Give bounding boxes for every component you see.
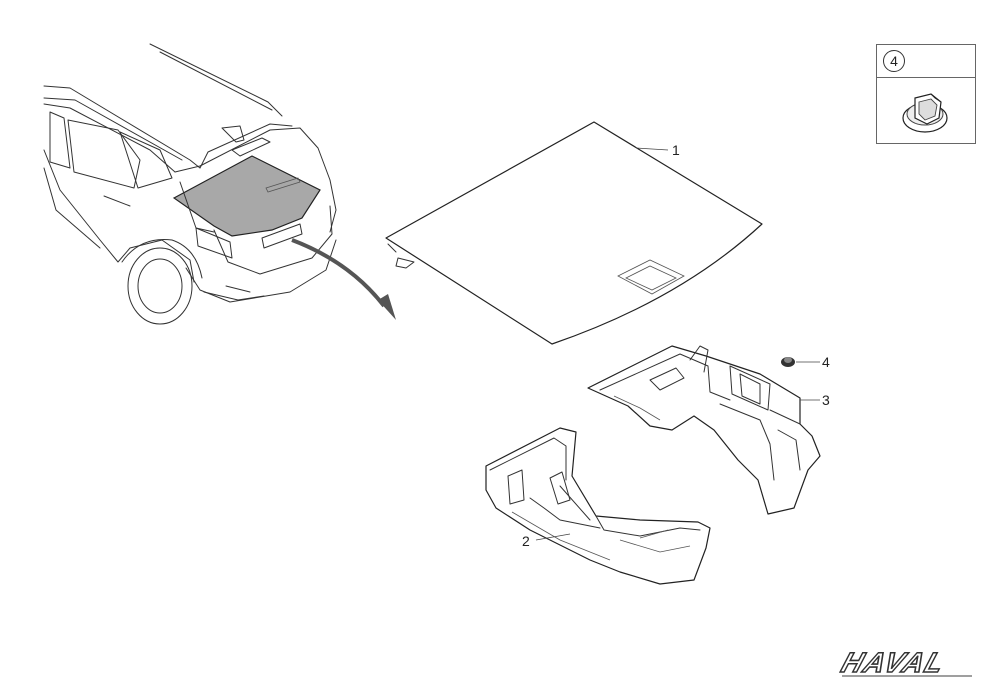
callout-3: 3 (822, 392, 830, 408)
svg-text:HAVAL: HAVAL (837, 648, 949, 679)
callout-4: 4 (822, 354, 830, 370)
part-3-storage-tray (587, 345, 821, 515)
inset-label: 4 (883, 50, 905, 72)
haval-logo: HAVAL (837, 647, 972, 680)
callout-2: 2 (522, 533, 530, 549)
inset-detail-part-4: 4 (876, 44, 976, 144)
direction-arrow (291, 238, 396, 320)
inset-divider (877, 77, 975, 78)
part-2-storage-tray (485, 427, 711, 585)
vehicle-illustration (43, 43, 337, 325)
clip-detail-icon (902, 93, 948, 133)
part-4-clip (781, 357, 820, 367)
callout-1: 1 (672, 142, 680, 158)
rear-glass-highlight (172, 155, 321, 237)
part-1-floor-board (385, 121, 763, 345)
